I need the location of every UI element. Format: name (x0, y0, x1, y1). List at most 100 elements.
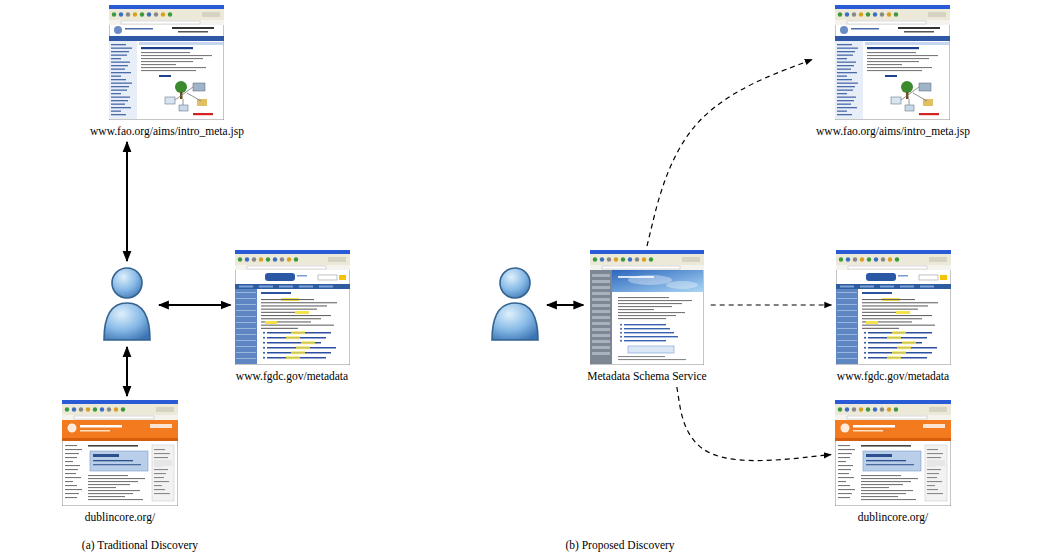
screenshot-detail (864, 347, 866, 349)
browser-screenshot (590, 250, 704, 365)
double-arrow (547, 304, 583, 306)
screenshot-detail (114, 26, 122, 34)
screenshot-detail (837, 62, 856, 63)
screenshot-detail (925, 445, 947, 501)
screenshot-detail (868, 352, 932, 354)
screenshot-detail (107, 407, 111, 411)
screenshot-detail (866, 460, 906, 461)
screenshot-detail (838, 465, 853, 466)
screenshot-detail (880, 12, 884, 16)
screenshot-detail (873, 257, 877, 261)
screenshot-detail (261, 318, 321, 319)
screenshot-detail (261, 302, 337, 303)
screenshot-detail (940, 275, 947, 280)
screenshot-detail (852, 407, 856, 411)
screenshot-detail (267, 342, 321, 344)
screenshot-detail (592, 328, 610, 331)
screenshot-detail (864, 357, 866, 359)
screenshot-detail (111, 69, 125, 70)
screenshot-detail (301, 341, 315, 344)
screenshot-detail (286, 356, 300, 359)
screenshot-detail (900, 286, 914, 288)
screenshot-detail (618, 356, 665, 357)
screenshot-detail (837, 55, 853, 56)
screenshot-detail (901, 87, 927, 105)
screenshot-detail (880, 257, 884, 261)
screenshot-detail (261, 309, 317, 310)
drawing-group (109, 5, 224, 120)
screenshot-detail (868, 342, 922, 344)
website-screenshot: www.fao.org/aims/intro_meta.jsp (90, 5, 244, 138)
screenshot-detail (592, 292, 610, 295)
screenshot-detail (868, 337, 927, 339)
screenshot-detail (286, 336, 300, 339)
screenshot-detail (837, 72, 857, 73)
screenshot-detail (868, 347, 937, 349)
screenshot-detail (838, 257, 842, 261)
screenshot-detail (862, 315, 932, 316)
screenshot-detail (845, 407, 849, 411)
screenshot-detail (866, 454, 892, 457)
screenshot-detail (927, 457, 941, 458)
screenshot-detail (861, 484, 903, 485)
screenshot-detail (624, 336, 678, 337)
screenshot-detail (319, 286, 333, 288)
screenshot-detail (88, 478, 145, 479)
screenshot-detail (838, 453, 852, 454)
screenshot-detail (618, 312, 685, 313)
screenshot-detail (111, 62, 130, 63)
screenshot-detail (267, 332, 331, 334)
screenshot-detail (851, 28, 879, 30)
drawing-group (835, 5, 950, 120)
screenshot-detail (156, 407, 174, 412)
screenshot-detail (109, 41, 137, 119)
screenshot-detail (236, 316, 256, 318)
screenshot-detail (79, 407, 83, 411)
screenshot-detail (927, 481, 942, 482)
user-icon (487, 265, 543, 343)
screenshot-detail (836, 254, 951, 265)
screenshot-detail (62, 415, 178, 420)
screenshot-detail (642, 257, 646, 261)
screenshot-detail (590, 250, 704, 254)
screenshot-detail (927, 449, 938, 450)
person-body (104, 303, 150, 340)
double-arrow (126, 142, 128, 261)
url-label: Metadata Schema Service (587, 369, 706, 383)
screenshot-detail (88, 487, 116, 488)
screenshot-detail (927, 477, 937, 478)
screenshot-detail (111, 114, 126, 115)
screenshot-detail (866, 273, 896, 281)
screenshot-detail (892, 351, 906, 354)
screenshot-detail (904, 31, 934, 33)
screenshot-detail (897, 346, 911, 349)
screenshot-detail (592, 274, 610, 277)
screenshot-detail (65, 461, 73, 462)
screenshot-detail (111, 48, 132, 49)
screenshot-detail (126, 12, 130, 16)
screenshot-detail (624, 324, 666, 325)
screenshot-detail (236, 304, 256, 306)
screenshot-detail (590, 270, 612, 364)
screenshot-detail (837, 65, 854, 66)
screenshot-detail (592, 316, 610, 319)
screenshot-detail (837, 292, 857, 294)
screenshot-detail (109, 36, 224, 41)
screenshot-detail (65, 473, 76, 474)
screenshot-detail (593, 257, 597, 261)
screenshot-detail (111, 76, 121, 77)
screenshot-detail (837, 58, 847, 59)
screenshot-detail (923, 424, 945, 428)
screenshot-detail (293, 257, 297, 261)
screenshot-detail (62, 420, 178, 440)
screenshot-detail (147, 12, 151, 16)
url-label: www.fao.org/aims/intro_meta.jsp (816, 124, 970, 138)
screenshot-detail (837, 79, 852, 80)
browser-screenshot (835, 5, 950, 120)
dashed-arrow (647, 60, 812, 246)
screenshot-detail (835, 20, 950, 25)
url-label: dublincore.org/ (858, 510, 928, 524)
screenshot-detail (862, 309, 918, 310)
screenshot-detail (894, 12, 898, 16)
